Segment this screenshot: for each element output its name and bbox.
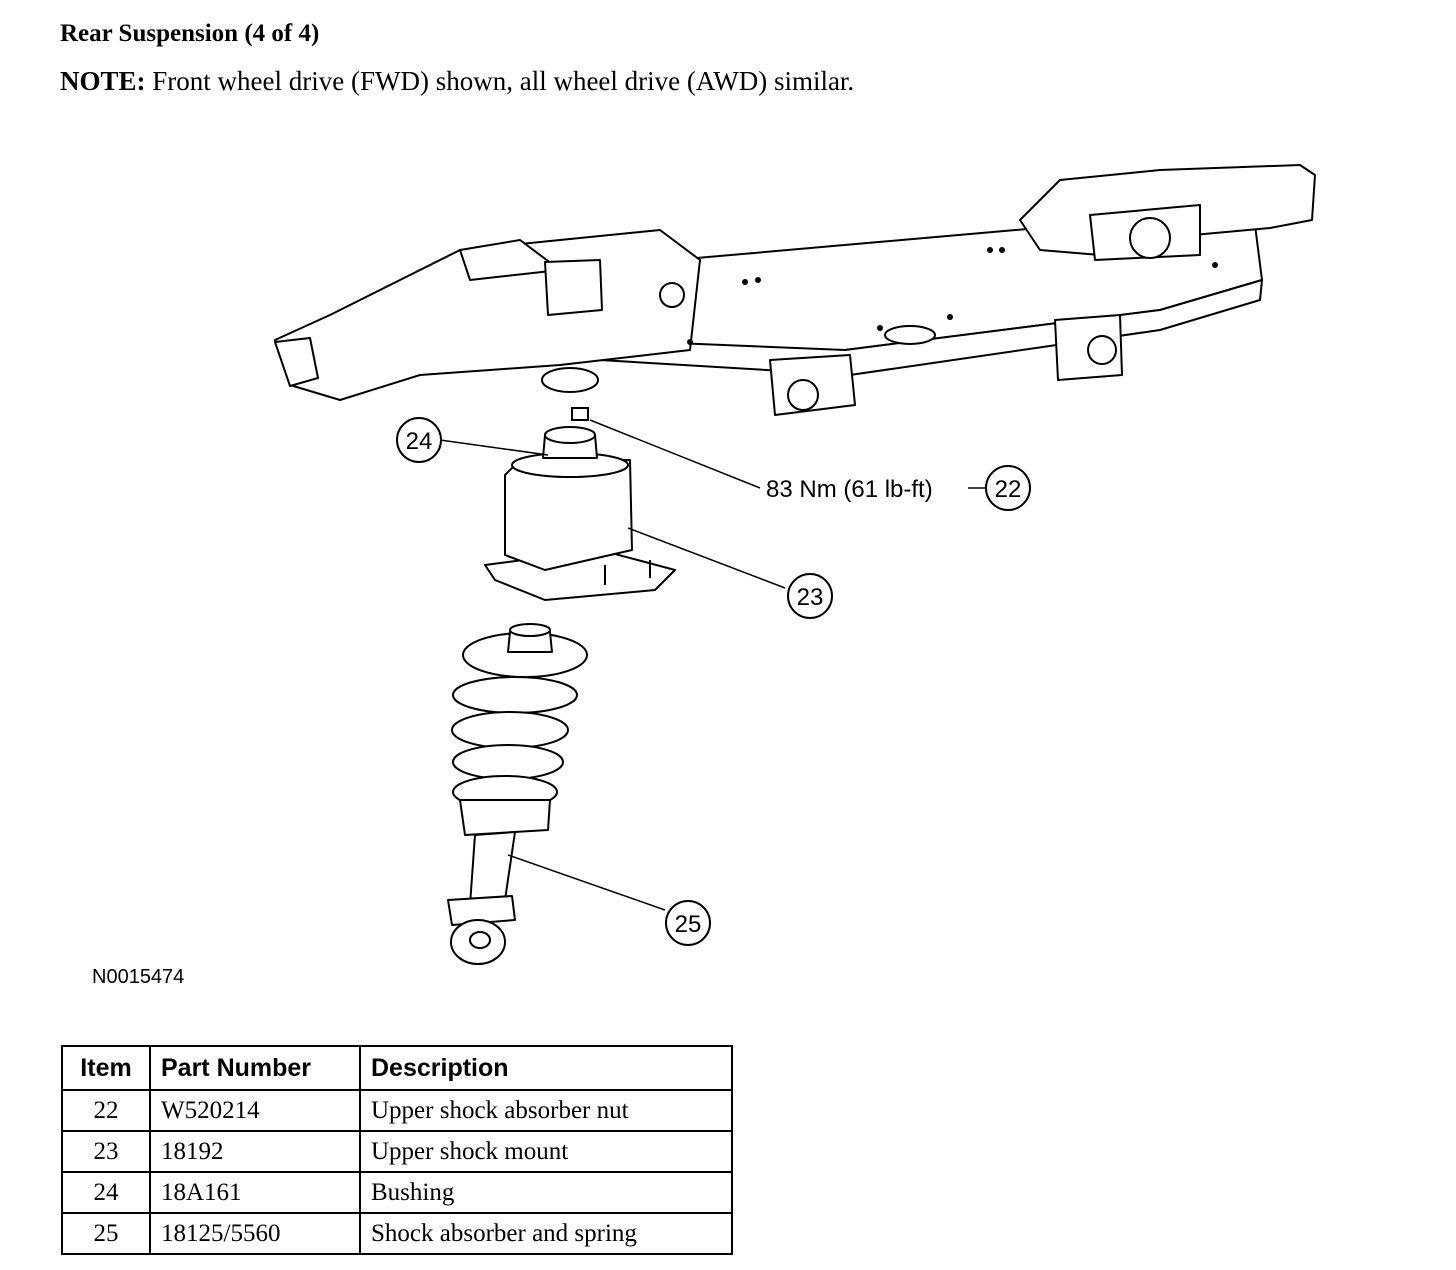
table-row: 25 18125/5560 Shock absorber and spring bbox=[61, 1212, 733, 1255]
torque-spec: 83 Nm (61 lb-ft) bbox=[766, 476, 933, 503]
note-label: NOTE: bbox=[60, 66, 146, 96]
header-description: Description bbox=[359, 1045, 733, 1091]
note: NOTE: Front wheel drive (FWD) shown, all… bbox=[60, 66, 854, 97]
cell-part-number: 18192 bbox=[149, 1130, 361, 1173]
cell-item: 24 bbox=[61, 1171, 151, 1214]
parts-table: Item Part Number Description 22 W520214 … bbox=[61, 1045, 733, 1255]
diagram-svg: 24 22 23 25 83 Nm (61 lb-ft) bbox=[274, 164, 1316, 965]
callout-22-circle bbox=[985, 465, 1031, 511]
figure-id: N0015474 bbox=[92, 966, 185, 988]
upper-shock-mount-shape bbox=[484, 426, 676, 601]
cell-description: Upper shock mount bbox=[359, 1130, 733, 1173]
cell-item: 23 bbox=[61, 1130, 151, 1173]
cell-description: Shock absorber and spring bbox=[359, 1212, 733, 1255]
page-title: Rear Suspension (4 of 4) bbox=[60, 20, 320, 47]
cell-part-number: 18A161 bbox=[149, 1171, 361, 1214]
callout-22: 22 bbox=[995, 476, 1022, 503]
callout-25: 25 bbox=[675, 911, 702, 938]
shock-spring-shape bbox=[447, 623, 588, 965]
table-header-row: Item Part Number Description bbox=[61, 1045, 733, 1091]
callout-25-circle bbox=[665, 900, 711, 946]
cell-part-number: W520214 bbox=[149, 1089, 361, 1132]
cell-item: 25 bbox=[61, 1212, 151, 1255]
header-item: Item bbox=[61, 1045, 151, 1091]
table-row: 23 18192 Upper shock mount bbox=[61, 1130, 733, 1173]
nut-22-shape bbox=[571, 407, 589, 421]
table-row: 22 W520214 Upper shock absorber nut bbox=[61, 1089, 733, 1132]
header-part-number: Part Number bbox=[149, 1045, 361, 1091]
callout-24-circle bbox=[396, 417, 442, 463]
cell-item: 22 bbox=[61, 1089, 151, 1132]
suspension-diagram: 24 22 23 25 83 Nm (61 lb-ft) bbox=[0, 110, 1456, 1010]
callout-23-circle bbox=[787, 573, 833, 619]
cell-part-number: 18125/5560 bbox=[149, 1212, 361, 1255]
note-text: Front wheel drive (FWD) shown, all wheel… bbox=[145, 66, 855, 96]
cell-description: Bushing bbox=[359, 1171, 733, 1214]
cell-description: Upper shock absorber nut bbox=[359, 1089, 733, 1132]
table-row: 24 18A161 Bushing bbox=[61, 1171, 733, 1214]
callout-24: 24 bbox=[406, 428, 433, 455]
callout-23: 23 bbox=[797, 584, 824, 611]
